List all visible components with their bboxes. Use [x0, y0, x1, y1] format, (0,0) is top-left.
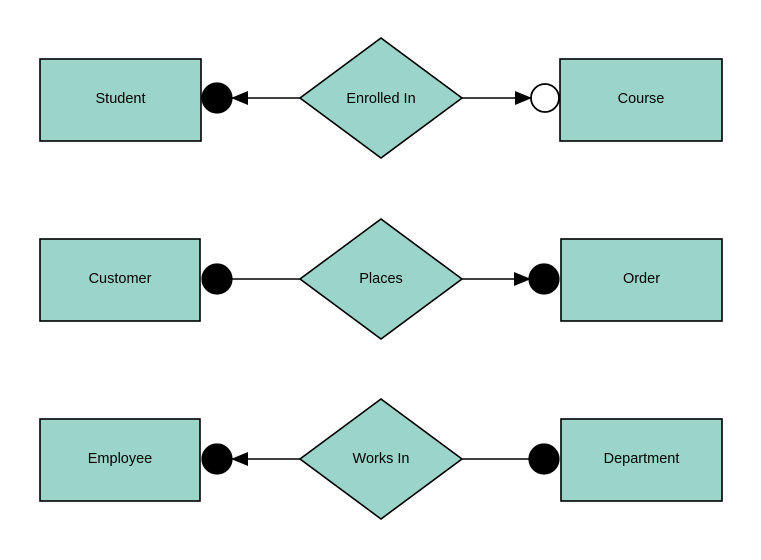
cardinality-marker-hollow-course [530, 83, 560, 113]
entity-course-label: Course [618, 91, 665, 107]
entity-customer-label: Customer [89, 271, 152, 287]
relationship-places-label: Places [359, 271, 403, 287]
relationship-enrolled-in[interactable] [298, 37, 464, 159]
cardinality-marker-filled-department [528, 443, 560, 475]
entity-department-label: Department [604, 451, 680, 467]
relationship-group-places[interactable]: Customer Places Order [39, 218, 723, 340]
entity-customer[interactable] [39, 238, 201, 322]
entity-employee[interactable] [39, 418, 201, 502]
entity-order[interactable] [560, 238, 723, 322]
entity-course[interactable] [559, 58, 723, 142]
arrowhead-toward-employee [231, 452, 248, 466]
cardinality-marker-filled-student [201, 82, 233, 114]
relationship-works-in[interactable] [298, 398, 464, 520]
arrowhead-toward-order [514, 272, 531, 286]
relationship-works-in-label: Works In [353, 451, 410, 467]
entity-department[interactable] [560, 418, 723, 502]
arrowhead-toward-student [231, 91, 248, 105]
relationship-enrolled-in-label: Enrolled In [346, 91, 415, 107]
entity-student[interactable] [39, 58, 202, 142]
arrowhead-toward-course [515, 91, 532, 105]
relationship-group-works-in[interactable]: Employee Works In Department [39, 398, 723, 520]
entity-order-label: Order [623, 271, 660, 287]
cardinality-marker-filled-customer [201, 263, 233, 295]
entity-employee-label: Employee [88, 451, 152, 467]
entity-student-label: Student [96, 91, 146, 107]
cardinality-marker-filled-employee [201, 443, 233, 475]
relationship-group-enrolled-in[interactable]: Student Enrolled In Course [39, 37, 723, 159]
relationship-places[interactable] [298, 218, 464, 340]
cardinality-marker-filled-order [528, 263, 560, 295]
